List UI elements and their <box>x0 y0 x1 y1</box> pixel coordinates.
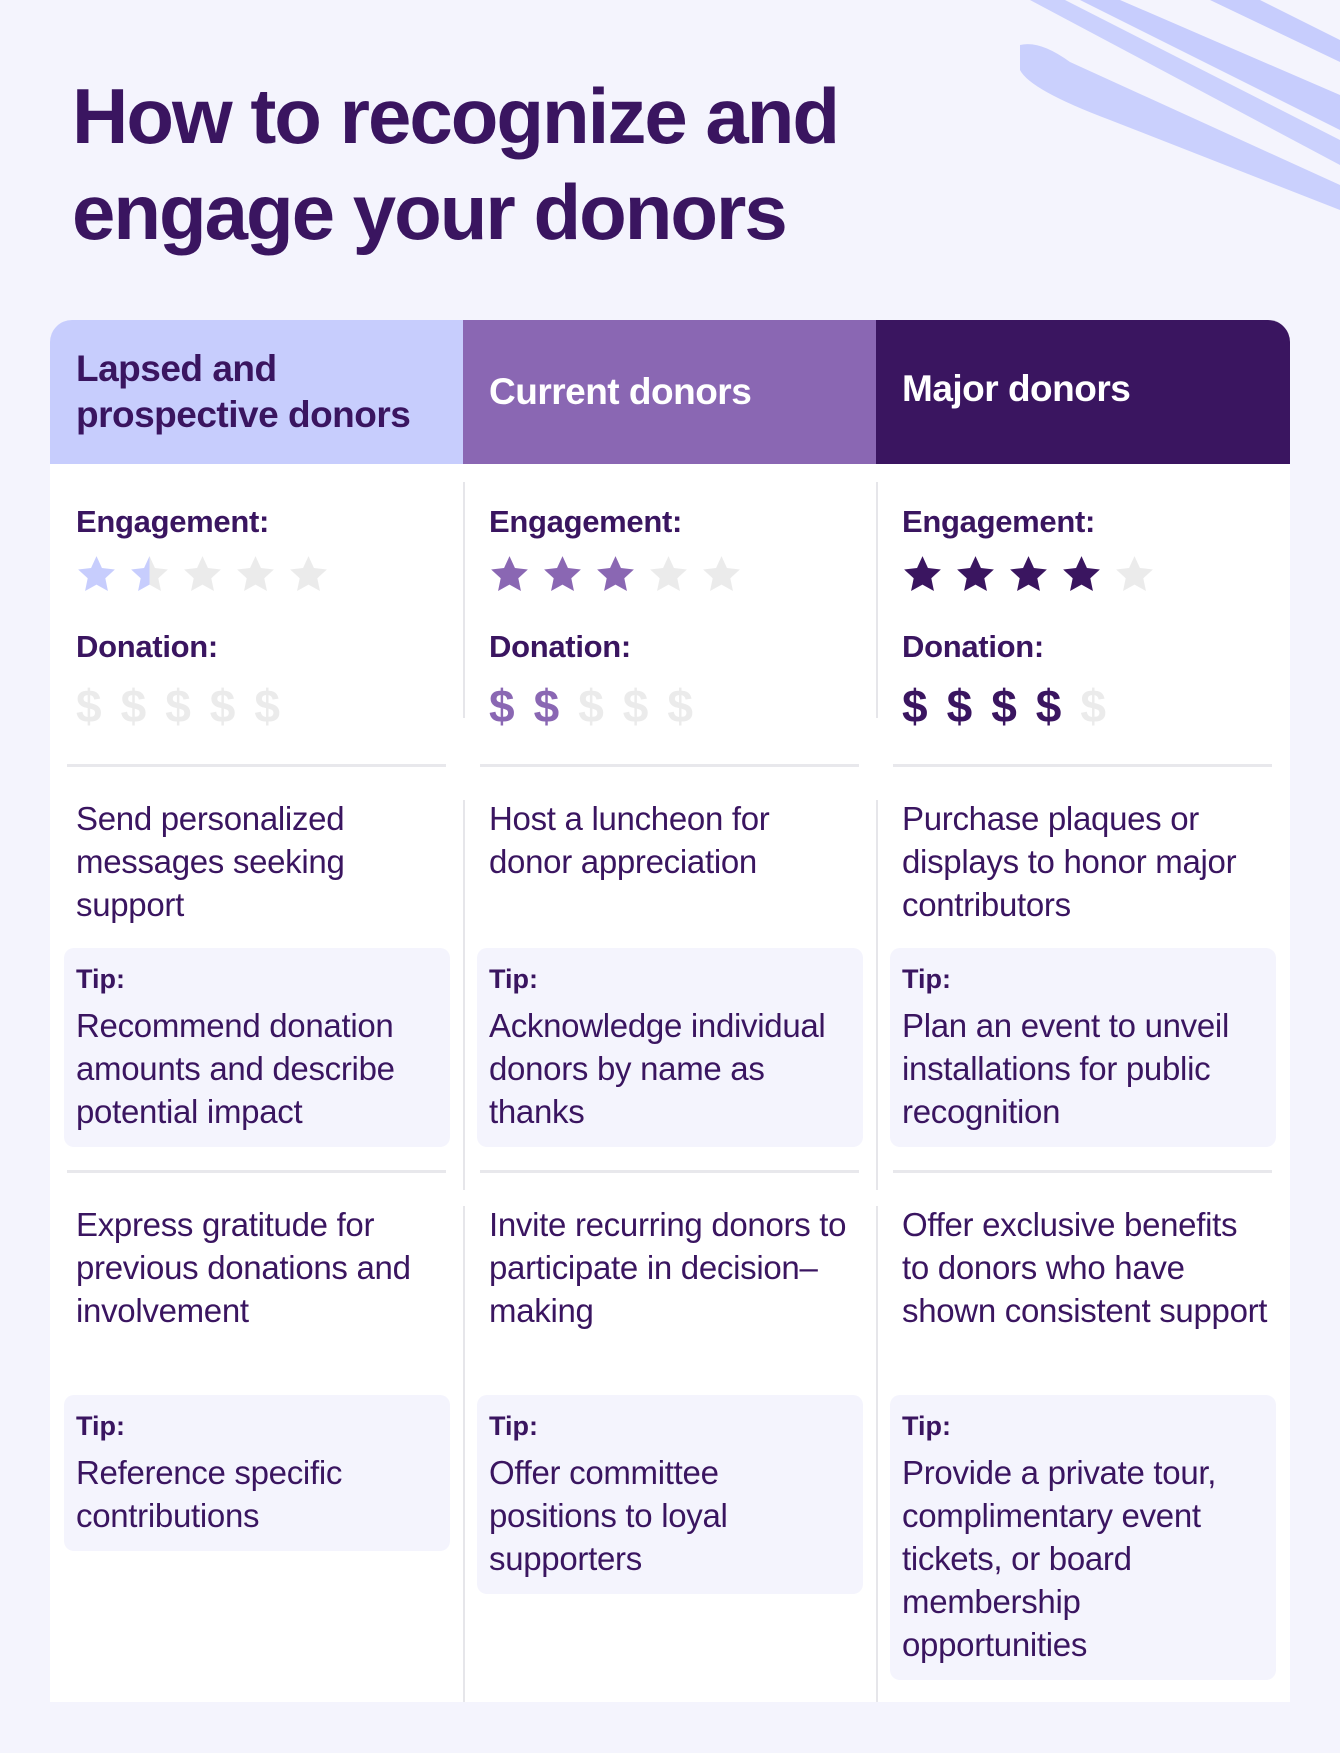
dollar-icon: $ <box>902 680 928 732</box>
page-title: How to recognize and engage your donors <box>72 68 972 260</box>
star-icon <box>703 556 740 591</box>
dollar-icon: $ <box>76 680 102 732</box>
dollar-icon: $ <box>165 680 191 732</box>
column-lapsed-prospective: Engagement: Donation: $ $ $ $ $ Send persona… <box>50 464 463 1702</box>
tip-text: Reference specific contributions <box>76 1454 343 1534</box>
dollar-icon: $ <box>1035 680 1062 732</box>
dollar-icon: $ <box>120 680 147 732</box>
engagement-stars <box>900 552 1157 597</box>
star-icon <box>650 556 687 591</box>
tip-label: Tip: <box>489 1411 538 1441</box>
column-divider-top <box>463 482 465 718</box>
star-icon <box>491 556 528 591</box>
header-text-line-2: prospective donors <box>76 394 411 435</box>
star-icon <box>1063 556 1100 591</box>
column-divider-bottom <box>463 1206 465 1702</box>
tip-text: Recommend donation amounts and describe … <box>76 1007 395 1130</box>
engagement-label: Engagement: <box>902 504 1096 539</box>
star-icon <box>131 556 168 591</box>
dollar-icon: $ <box>622 680 649 732</box>
star-icon <box>1116 556 1153 591</box>
tip-label: Tip: <box>902 964 951 994</box>
tip-text: Provide a private tour, complimentary ev… <box>902 1454 1217 1663</box>
tip-label: Tip: <box>76 964 125 994</box>
header-major-donors: Major donors <box>876 320 1290 464</box>
column-divider-middle <box>463 800 465 1190</box>
row-1-action-text: Host a luncheon for donor appreciation <box>489 800 770 880</box>
row-divider <box>67 764 446 767</box>
header-lapsed-prospective: Lapsed and prospective donors <box>50 320 463 464</box>
tip-text: Acknowledge individual donors by name as… <box>489 1007 826 1130</box>
donation-dollars: $ $ $ $ $ <box>76 681 280 731</box>
row-2-action-text: Invite recurring donors to participate i… <box>489 1206 847 1329</box>
star-icon <box>78 556 115 591</box>
donor-comparison-table: Lapsed and prospective donors Current do… <box>50 320 1290 1702</box>
tip-label: Tip: <box>489 964 538 994</box>
dollar-icon: $ <box>991 680 1017 732</box>
row-1-tip-box: Tip: Acknowledge individual donors by na… <box>477 948 863 1147</box>
dollar-icon: $ <box>489 680 515 732</box>
engagement-label: Engagement: <box>489 504 683 539</box>
row-1-action-text: Purchase plaques or displays to honor ma… <box>902 800 1237 923</box>
table-header: Lapsed and prospective donors Current do… <box>50 320 1290 464</box>
donation-dollars: $ $ $ $ $ <box>489 681 693 731</box>
dollar-icon: $ <box>1080 680 1106 732</box>
column-divider-top <box>876 482 878 718</box>
header-text: Major donors <box>902 368 1131 409</box>
row-1-tip-box: Tip: Plan an event to unveil installatio… <box>890 948 1276 1147</box>
tip-label: Tip: <box>76 1411 125 1441</box>
star-icon <box>904 556 941 591</box>
header-text: Current donors <box>489 371 752 412</box>
donation-label: Donation: <box>902 629 1044 664</box>
dollar-icon: $ <box>209 680 236 732</box>
dollar-icon: $ <box>578 680 604 732</box>
row-divider <box>893 764 1272 767</box>
title-line-2: engage your donors <box>72 168 788 256</box>
title-line-1: How to recognize and <box>72 72 840 160</box>
column-current-donors: Engagement: Donation: $ $ $ $ $ Host a lunch… <box>463 464 876 1702</box>
donation-label: Donation: <box>76 629 218 664</box>
row-divider <box>67 1170 446 1173</box>
star-icon <box>290 556 327 591</box>
star-icon <box>957 556 994 591</box>
row-divider <box>480 764 859 767</box>
dollar-icon: $ <box>254 680 280 732</box>
column-divider-bottom <box>876 1206 878 1702</box>
star-icon <box>184 556 221 591</box>
dollar-icon: $ <box>667 680 693 732</box>
row-2-action-text: Offer exclusive benefits to donors who h… <box>902 1206 1268 1329</box>
star-icon <box>597 556 634 591</box>
dollar-icon: $ <box>533 680 560 732</box>
tip-text: Plan an event to unveil installations fo… <box>902 1007 1229 1130</box>
decorative-brush-strokes <box>1020 0 1340 211</box>
star-icon <box>544 556 581 591</box>
row-2-action-text: Express gratitude for previous donations… <box>76 1206 411 1329</box>
donation-label: Donation: <box>489 629 631 664</box>
row-2-tip-box: Tip: Provide a private tour, complimenta… <box>890 1395 1276 1680</box>
donation-dollars: $ $ $ $ $ <box>902 681 1106 731</box>
row-2-tip-box: Tip: Reference specific contributions <box>64 1395 450 1551</box>
row-1-tip-box: Tip: Recommend donation amounts and desc… <box>64 948 450 1147</box>
star-icon <box>237 556 274 591</box>
row-divider <box>480 1170 859 1173</box>
row-2-tip-box: Tip: Offer committee positions to loyal … <box>477 1395 863 1594</box>
dollar-icon: $ <box>946 680 973 732</box>
star-icon <box>1010 556 1047 591</box>
engagement-label: Engagement: <box>76 504 270 539</box>
tip-label: Tip: <box>902 1411 951 1441</box>
tip-text: Offer committee positions to loyal suppo… <box>489 1454 728 1577</box>
engagement-stars <box>487 552 744 597</box>
engagement-stars <box>74 552 331 597</box>
header-current-donors: Current donors <box>463 320 876 464</box>
header-text-line-1: Lapsed and <box>76 348 277 389</box>
column-major-donors: Engagement: Donation: $ $ $ $ $ Purchase pla… <box>876 464 1290 1702</box>
row-divider <box>893 1170 1272 1173</box>
column-divider-middle <box>876 800 878 1190</box>
row-1-action-text: Send personalized messages seeking suppo… <box>76 800 345 923</box>
